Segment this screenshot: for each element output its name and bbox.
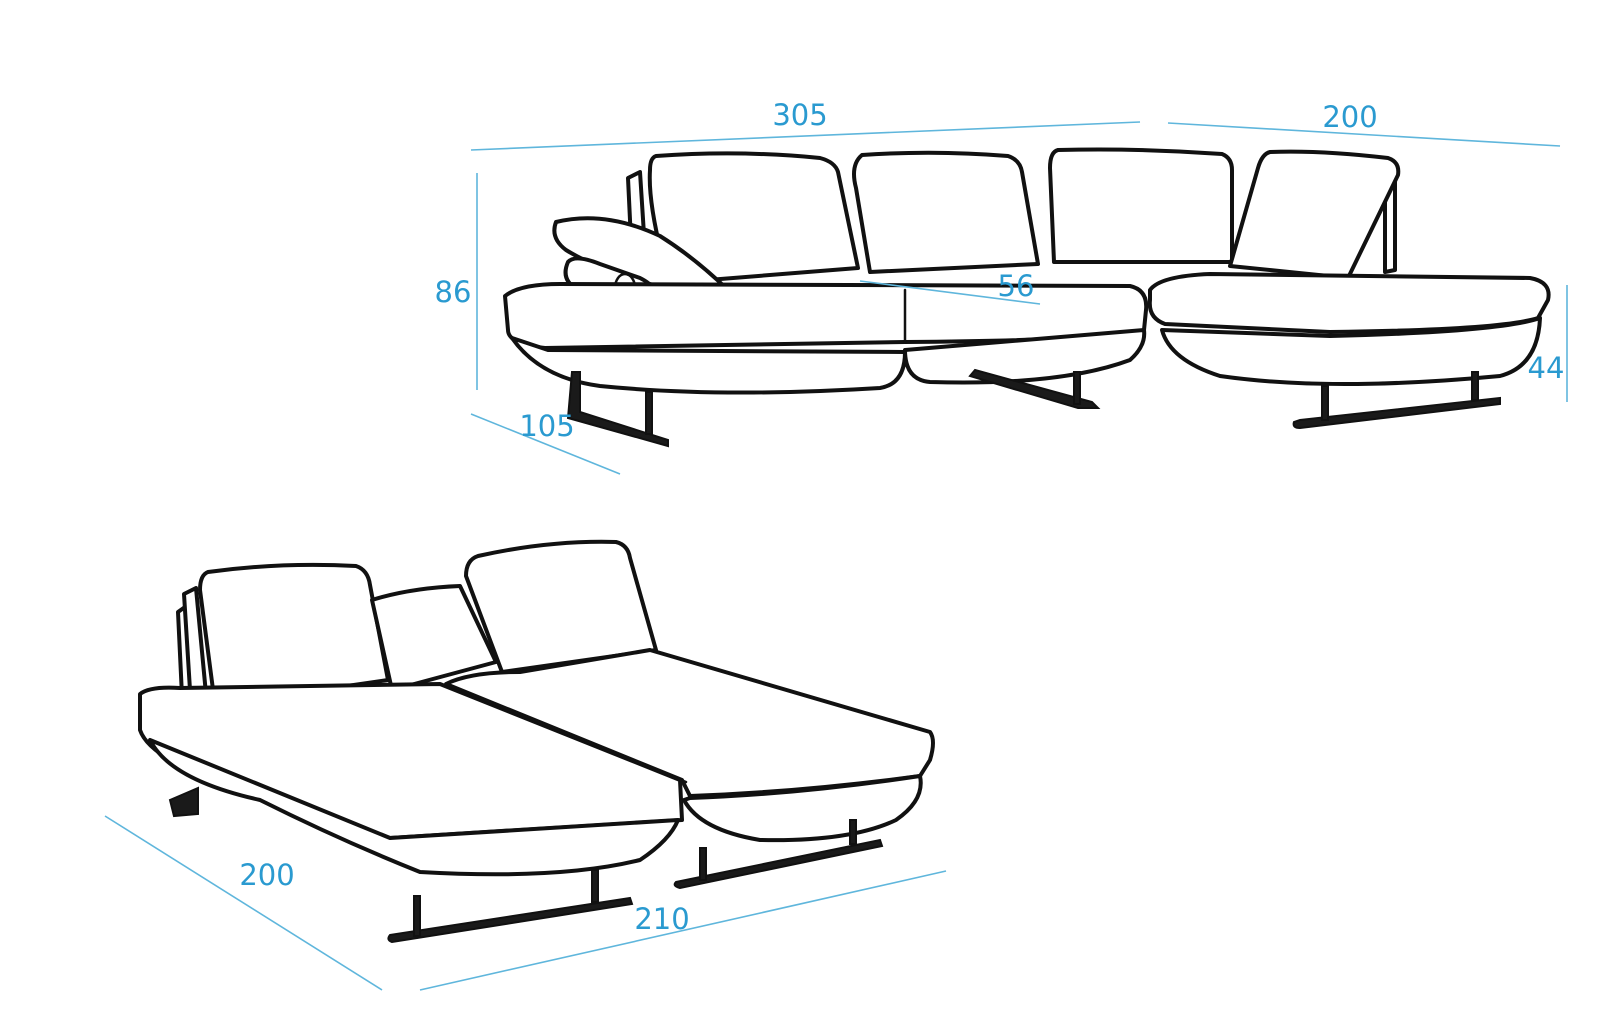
dim-label-seat-depth: 56 <box>998 269 1035 303</box>
dim-label-bed-width: 210 <box>634 902 689 936</box>
dim-line-bed-length <box>104 815 383 991</box>
corner-sofa-leg-middle-post <box>1073 371 1081 405</box>
dim-line-seat-depth <box>859 280 1041 305</box>
corner-sofa-leg-right-post-a <box>1321 385 1329 421</box>
sofa-bed-middle-cushion <box>370 584 498 692</box>
corner-sofa-back-cushion-3 <box>1048 147 1234 264</box>
sofa-bed-base-right <box>682 774 923 843</box>
sofa-bed-drawing <box>138 539 935 944</box>
corner-sofa-leg-middle <box>968 368 1101 409</box>
corner-sofa-base-middle <box>903 328 1147 385</box>
corner-sofa-seat-chaise <box>1147 272 1551 334</box>
corner-sofa-leg-right-post-b <box>1471 371 1479 401</box>
corner-sofa-dimension-lines <box>470 121 1568 475</box>
dim-label-width-main: 305 <box>772 98 827 132</box>
sofa-bed-dimension-labels: 200 210 <box>239 858 689 936</box>
corner-sofa-back-cushion-4 <box>1228 149 1401 280</box>
corner-sofa-leg-right <box>1292 396 1501 430</box>
sofa-bed-base-left <box>148 738 680 877</box>
sofa-bed-leg-left-post-b <box>591 869 599 903</box>
corner-sofa-dimension-labels: 305 200 86 105 56 44 <box>435 98 1565 443</box>
dim-label-depth: 105 <box>519 409 574 443</box>
sofa-bed-center-seam <box>444 682 688 784</box>
dim-label-width-chaise: 200 <box>1322 100 1377 134</box>
corner-sofa-leg-left-post <box>645 391 653 435</box>
corner-sofa-back-cushion-1 <box>647 151 860 282</box>
dim-label-height: 86 <box>435 275 472 309</box>
dim-label-seat-height: 44 <box>1528 351 1565 385</box>
corner-sofa-base-left <box>510 336 907 395</box>
corner-sofa-base-right <box>1160 316 1542 386</box>
dim-line-depth <box>470 413 621 475</box>
dim-label-bed-length: 200 <box>239 858 294 892</box>
sofa-bed-leg-right-post-a <box>699 847 707 881</box>
sofa-bed-leg-right <box>673 838 884 890</box>
sofa-bed-back-cushion-2 <box>464 539 658 674</box>
corner-sofa-back-cushion-2 <box>852 150 1040 274</box>
sofa-bed-dimension-lines <box>104 815 947 991</box>
sofa-bed-leg-back <box>168 786 199 818</box>
dim-line-width-chaise <box>1167 122 1561 147</box>
dim-line-bed-width <box>419 870 947 991</box>
sofa-bed-leg-left <box>387 896 634 944</box>
corner-sofa-leg-left <box>566 371 669 448</box>
dim-line-width-main <box>470 121 1141 151</box>
corner-sofa-drawing <box>503 147 1551 448</box>
sofa-bed-leg-right-post-b <box>849 819 857 845</box>
sofa-bed-leg-left-post-a <box>413 895 421 937</box>
sofa-bed-back-cushion-1 <box>198 562 390 707</box>
